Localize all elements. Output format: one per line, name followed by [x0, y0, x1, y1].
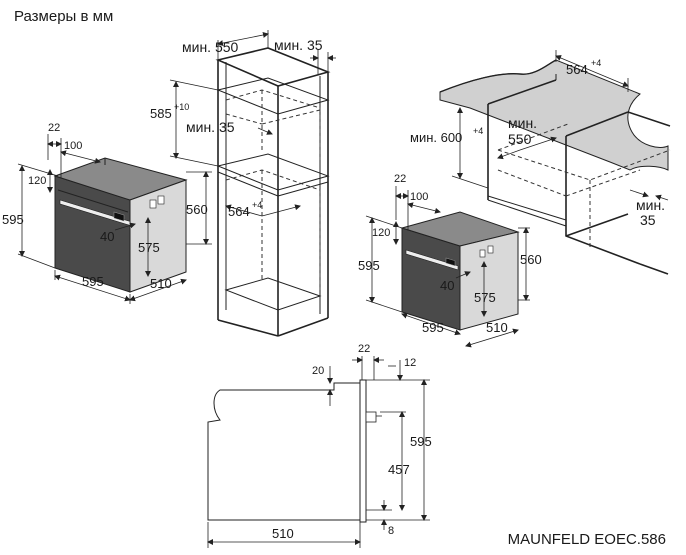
dim-8-side: 8 — [388, 525, 394, 537]
dim-564-cabinet: 564 — [228, 204, 250, 219]
dim-12-side: 12 — [404, 357, 416, 369]
side-view-outline — [207, 382, 365, 521]
dim-560-right: 560 — [520, 252, 542, 267]
dim-510-side: 510 — [272, 526, 294, 541]
oven-right-display — [445, 257, 456, 267]
dim-575-right: 575 — [474, 290, 496, 305]
oven-right-side — [459, 231, 519, 331]
dim-min-600-tolerance: +4 — [473, 126, 483, 136]
dim-510-right: 510 — [486, 320, 508, 335]
oven-left: 22 100 120 595 560 40 575 595 510 — [2, 122, 212, 304]
dim-595-width: 595 — [82, 274, 104, 289]
dim-20-side: 20 — [312, 365, 324, 377]
dim-22-side: 22 — [358, 343, 370, 355]
undercounter-cabinet: 564 +4 мин. 600 +4 мин. 550 мин. 35 — [410, 50, 671, 275]
dim-595-height: 595 — [2, 212, 24, 227]
dim-100-right: 100 — [410, 191, 428, 203]
dim-min-35-mid: мин. 35 — [186, 119, 235, 135]
side-view: 22 12 20 595 457 510 8 — [207, 343, 432, 548]
dim-595-side: 595 — [410, 434, 432, 449]
dim-min-35-right-label: мин. — [636, 197, 665, 213]
dim-22-right: 22 — [394, 173, 406, 185]
dim-min-35-top: мин. 35 — [274, 37, 323, 53]
dim-585: 585 — [150, 106, 172, 121]
dim-22: 22 — [48, 122, 60, 134]
dim-595-height-right: 595 — [358, 258, 380, 273]
dim-560: 560 — [186, 202, 208, 217]
dim-120: 120 — [28, 175, 46, 187]
dim-585-tolerance: +10 — [174, 102, 189, 112]
oven-right-handle — [405, 249, 459, 271]
dim-40-right: 40 — [440, 278, 454, 293]
dim-100: 100 — [64, 140, 82, 152]
dim-595-width-right: 595 — [422, 320, 444, 335]
dim-min-35-right-value: 35 — [640, 212, 656, 228]
oven-left-display — [113, 211, 125, 222]
dim-min-550-value: 550 — [508, 131, 532, 147]
dim-min-550: мин. 550 — [182, 39, 239, 55]
dim-min-600: мин. 600 — [410, 130, 462, 145]
dim-564-undercounter: 564 — [566, 62, 588, 77]
oven-right: 22 100 120 595 560 40 575 595 510 — [358, 173, 542, 348]
page-title: Размеры в мм — [14, 8, 114, 25]
oven-left-side — [129, 179, 187, 293]
dim-40: 40 — [100, 229, 114, 244]
dim-min-550-label: мин. — [508, 115, 537, 131]
worktop — [439, 59, 669, 171]
dim-510: 510 — [150, 276, 172, 291]
dim-564-undercounter-tolerance: +4 — [591, 58, 601, 68]
dim-564-cabinet-tolerance: +4 — [252, 200, 262, 210]
model-name: MAUNFELD EOEC.586 — [507, 531, 666, 548]
dim-457-side: 457 — [388, 462, 410, 477]
dim-575: 575 — [138, 240, 160, 255]
column-cabinet: мин. 550 мин. 35 585 +10 мин. 35 564 +4 — [150, 30, 336, 337]
dim-120-right: 120 — [372, 227, 390, 239]
